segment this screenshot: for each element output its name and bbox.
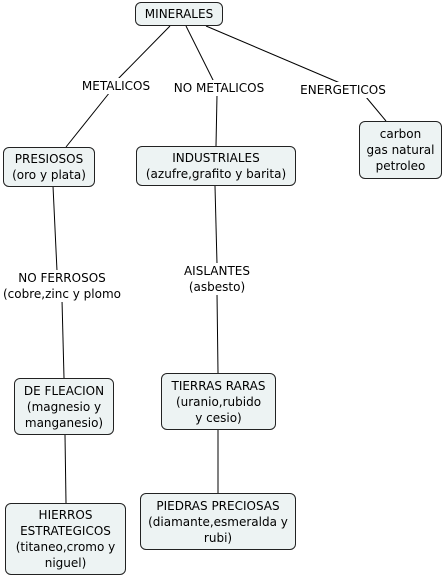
node-tierras-raras-detail-2: y cesio): [195, 410, 242, 425]
label-energeticos-text: ENERGETICOS: [300, 83, 386, 97]
label-aislantes-detail: (asbesto): [188, 280, 246, 294]
node-hierros-title-2: ESTRATEGICOS: [20, 524, 111, 538]
label-no-ferrosos: NO FERROSOS (cobre,zinc y plomo: [0, 270, 124, 302]
node-energeticos-line-1: carbon: [379, 127, 422, 141]
edge-no-ferrosos-de-fleacion: [61, 299, 65, 379]
node-presiosos-title: PRESIOSOS: [14, 152, 84, 166]
node-minerales-text: MINERALES: [144, 7, 214, 21]
edge-de-fleacion-hierros: [64, 434, 67, 504]
node-industriales-detail: (azufre,grafito y barita): [145, 167, 287, 181]
label-no-metalicos-text: NO METALICOS: [173, 81, 265, 95]
node-de-fleacion-title: DE FLEACION: [23, 383, 105, 398]
node-presiosos: PRESIOSOS (oro y plata): [3, 147, 95, 187]
label-energeticos: ENERGETICOS: [294, 82, 392, 98]
label-aislantes: AISLANTES (asbesto): [178, 263, 256, 295]
node-presiosos-detail: (oro y plata): [12, 168, 86, 182]
node-piedras-detail-1: (diamante,esmeralda y: [148, 514, 288, 529]
edge-energeticos-box: [365, 96, 387, 122]
node-industriales-title: INDUSTRIALES: [172, 151, 260, 165]
label-metalicos: METALICOS: [70, 78, 162, 94]
label-no-ferrosos-detail: (cobre,zinc y plomo: [3, 287, 121, 301]
node-piedras-title: PIEDRAS PRECIOSAS: [156, 498, 280, 513]
node-energeticos-line-2: gas natural: [366, 143, 435, 157]
label-no-metalicos: NO METALICOS: [166, 80, 272, 96]
node-minerales: MINERALES: [135, 2, 223, 26]
node-energeticos-list: carbon gas natural petroleo: [359, 121, 442, 179]
edge-minerales-metalicos: [114, 25, 171, 83]
node-tierras-raras-detail-1: (uranio,rubido: [175, 394, 262, 409]
node-tierras-raras-title: TIERRAS RARAS: [171, 378, 266, 393]
edge-no-metalicos-industriales: [215, 94, 218, 147]
node-tierras-raras: TIERRAS RARAS (uranio,rubido y cesio): [161, 373, 276, 430]
label-aislantes-title: AISLANTES: [183, 264, 251, 278]
node-energeticos-line-3: petroleo: [375, 159, 426, 173]
edge-minerales-energeticos: [205, 25, 341, 84]
node-piedras-preciosas: PIEDRAS PRECIOSAS (diamante,esmeralda y …: [140, 493, 296, 550]
node-piedras-detail-2: rubi): [203, 530, 233, 545]
label-no-ferrosos-title: NO FERROSOS: [18, 271, 106, 285]
edge-aislantes-tierras-raras: [216, 292, 219, 374]
node-de-fleacion: DE FLEACION (magnesio y manganesio): [14, 378, 114, 435]
edge-minerales-no-metalicos: [185, 25, 215, 83]
node-de-fleacion-detail-2: manganesio): [24, 415, 104, 430]
edge-presiosos-no-ferrosos: [52, 185, 58, 272]
node-hierros-estrategicos: HIERROS ESTRATEGICOS (titaneo,cromo y ni…: [5, 503, 126, 575]
node-de-fleacion-detail-1: (magnesio y: [26, 399, 102, 414]
edge-metalicos-presiosos: [65, 91, 111, 148]
label-metalicos-text: METALICOS: [81, 79, 151, 93]
node-hierros-detail-2: niguel): [44, 556, 87, 570]
node-hierros-detail-1: (titaneo,cromo y: [15, 540, 116, 554]
node-industriales: INDUSTRIALES (azufre,grafito y barita): [136, 146, 296, 186]
edge-industriales-aislantes: [214, 185, 218, 265]
node-hierros-title-1: HIERROS: [38, 508, 93, 522]
